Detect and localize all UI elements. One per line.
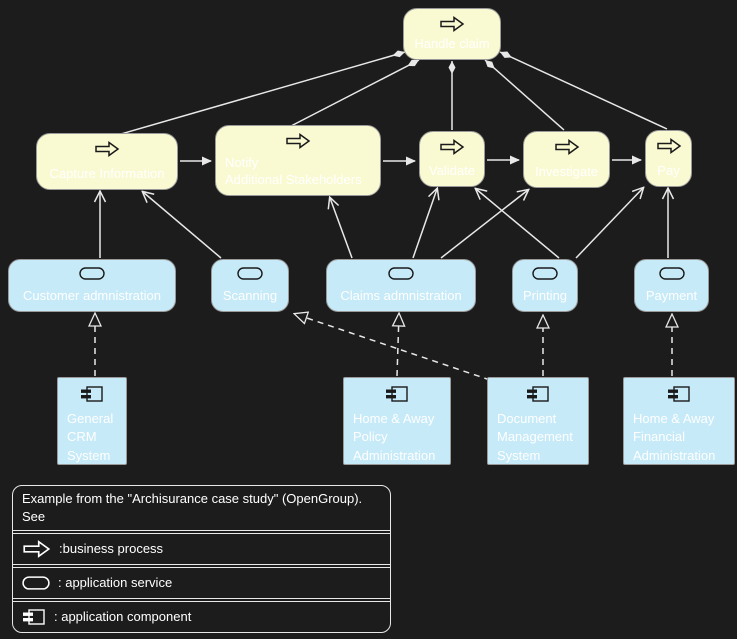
node-label: Pay: [657, 162, 680, 178]
service-customer-administration[interactable]: Customer admnistration: [8, 259, 176, 312]
process-investigate[interactable]: Investigate: [523, 131, 610, 188]
legend-note: Example from the "Archisurance case stud…: [13, 486, 390, 532]
application-component-icon: [80, 385, 104, 403]
legend-item-business-process: :business process: [13, 533, 390, 566]
business-process-icon: [439, 16, 465, 32]
business-process-icon: [554, 139, 580, 155]
application-component-icon: [667, 385, 691, 403]
edge-serving-printing-to-validate: [476, 189, 560, 259]
service-printing[interactable]: Printing: [512, 259, 578, 312]
service-payment[interactable]: Payment: [634, 259, 709, 312]
business-process-icon: [94, 141, 120, 157]
edge-composition-handle-claim-to-pay: [499, 51, 668, 130]
node-label: Payment: [645, 287, 698, 303]
business-process-icon: [285, 133, 311, 149]
process-handle-claim[interactable]: Handle claim: [403, 8, 501, 60]
legend-item-label: : application service: [58, 575, 173, 591]
edge-realization-home-away-policy-administration-to-claims-administration: [397, 314, 399, 377]
legend-note-line: Example from the "Archisurance case stud…: [22, 491, 363, 506]
node-label: Investigate: [535, 163, 598, 179]
application-component-icon: [526, 385, 550, 403]
edge-serving-printing-to-pay: [575, 188, 643, 259]
application-component-icon: [385, 385, 409, 403]
edge-composition-handle-claim-to-investigate: [484, 59, 565, 131]
node-label: Customer admnistration: [23, 287, 161, 303]
node-label: Claims admnistration: [340, 287, 462, 303]
edge-serving-scanning-to-capture-information: [143, 192, 222, 259]
application-service-icon: [532, 267, 558, 280]
node-label: Printing: [522, 287, 568, 303]
edge-serving-claims-administration-to-notify-additional-stakeholders: [330, 198, 353, 259]
business-process-icon: [22, 540, 51, 559]
edge-composition-handle-claim-to-capture-information: [120, 50, 406, 135]
business-process-icon: [439, 139, 465, 155]
legend-note-line: See: [22, 509, 46, 525]
application-service-icon: [658, 267, 685, 280]
application-component-icon: [22, 608, 46, 626]
service-scanning[interactable]: Scanning: [211, 259, 289, 312]
edge-serving-claims-administration-to-investigate: [440, 190, 528, 259]
application-service-icon: [388, 267, 414, 280]
edge-composition-handle-claim-to-notify-additional-stakeholders: [290, 59, 420, 127]
node-label: Capture Information: [49, 165, 165, 181]
legend-item-application-service: : application service: [13, 567, 390, 600]
application-service-icon: [237, 267, 263, 280]
edge-serving-claims-administration-to-validate: [412, 189, 437, 259]
process-validate[interactable]: Validate: [419, 131, 485, 187]
legend: Example from the "Archisurance case stud…: [12, 485, 391, 634]
business-process-icon: [656, 138, 682, 154]
application-service-icon: [22, 576, 50, 591]
legend-item-label: :business process: [59, 541, 164, 557]
node-label: Handle claim: [414, 35, 490, 51]
node-label: Validate: [428, 162, 475, 178]
node-label: Scanning: [222, 287, 278, 303]
edge-realization-document-management-system-to-scanning: [295, 314, 491, 381]
service-claims-administration[interactable]: Claims admnistration: [326, 259, 476, 312]
process-capture-information[interactable]: Capture Information: [36, 133, 178, 190]
legend-item-label: : application component: [54, 609, 192, 625]
process-pay[interactable]: Pay: [645, 130, 692, 187]
legend-item-application-component: : application component: [13, 601, 390, 632]
application-service-icon: [79, 267, 105, 280]
